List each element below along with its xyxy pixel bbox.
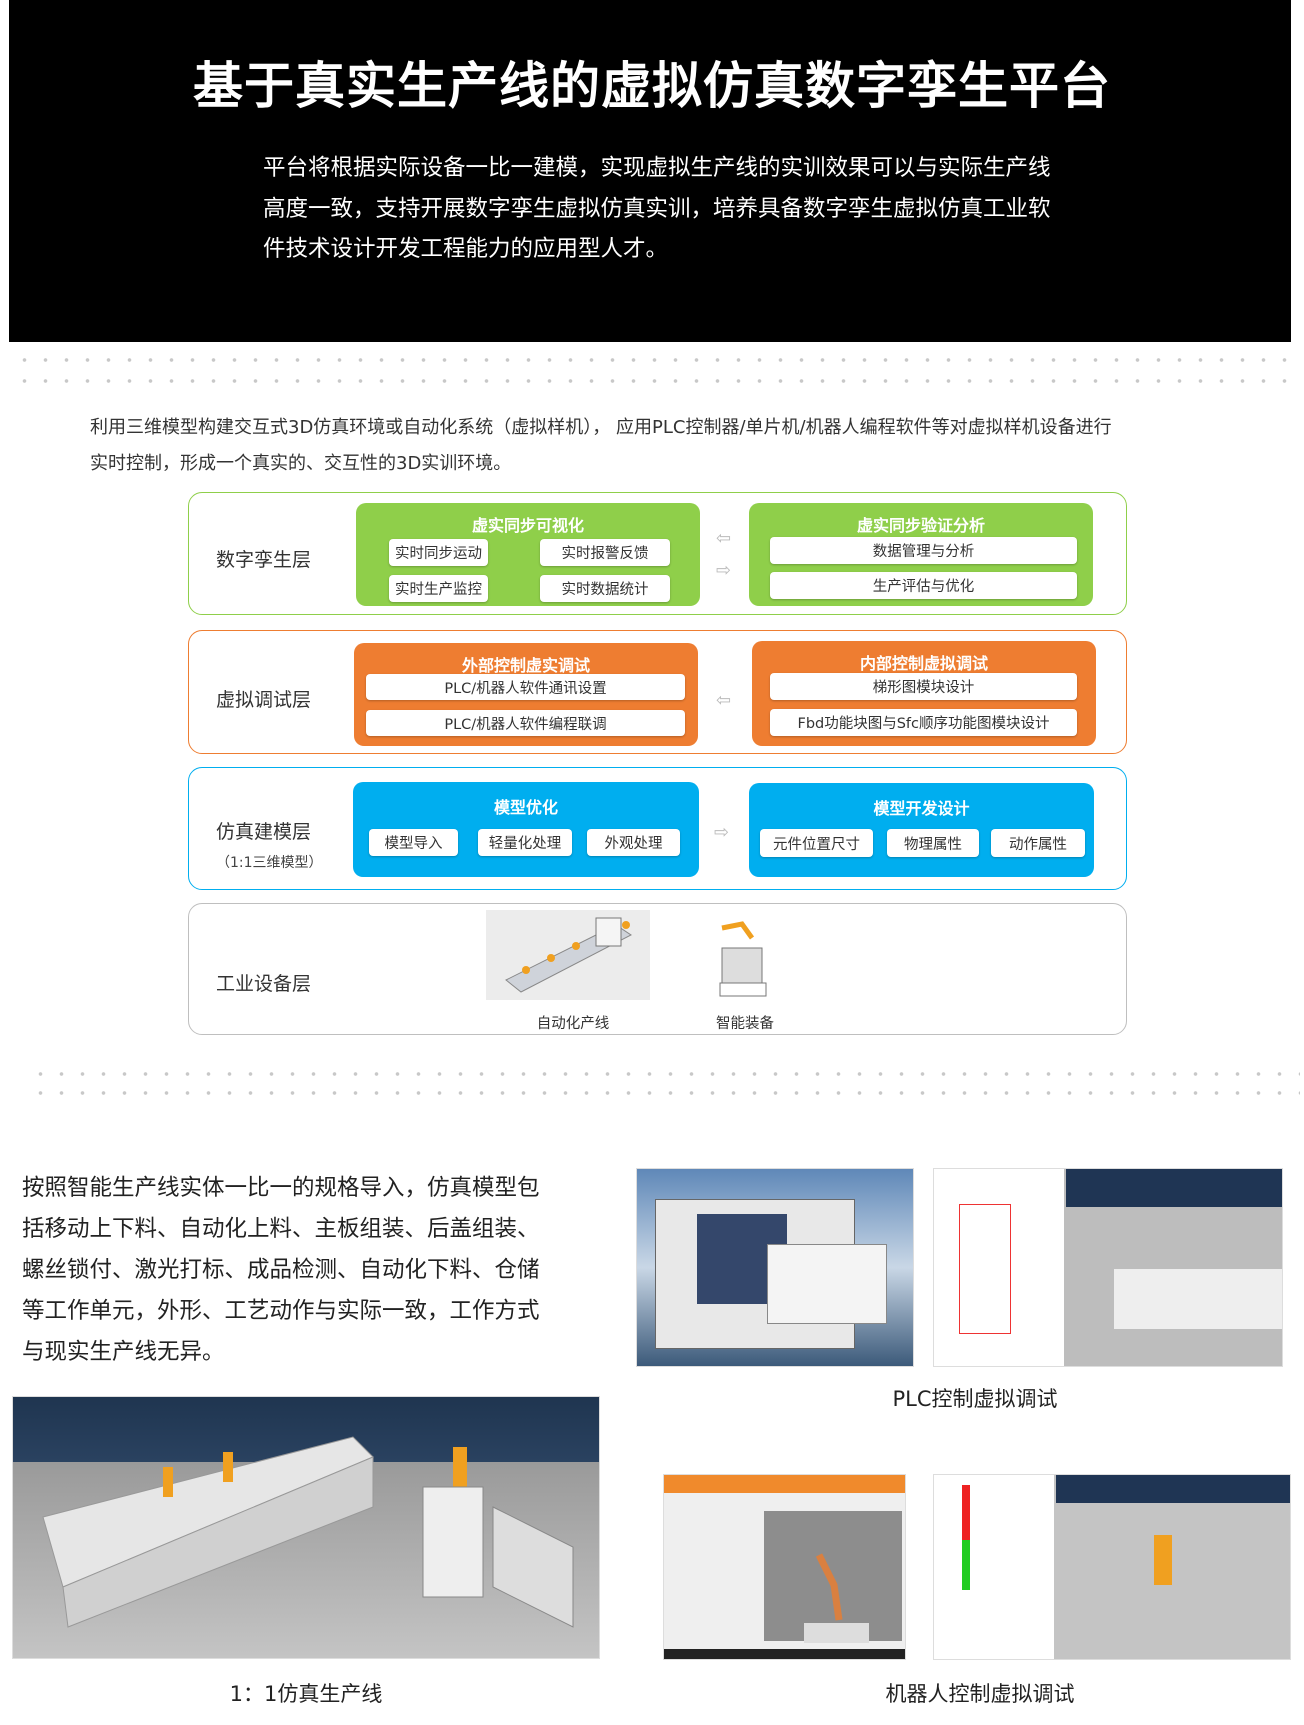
item: 轻量化处理	[478, 829, 572, 856]
item: 实时生产监控	[389, 575, 488, 602]
panel-external-control: 外部控制虚实调试 PLC/机器人软件通讯设置 PLC/机器人软件编程联调	[354, 643, 698, 746]
robot-simulation-screenshot	[933, 1474, 1291, 1660]
header-paragraph-line: 件技术设计开发工程能力的应用型人才。	[263, 236, 669, 262]
arrow-left-icon: ⇦	[716, 528, 732, 549]
arrow-right-icon: ⇨	[716, 560, 732, 581]
simulation-line-image	[12, 1396, 600, 1659]
intro-line: 实时控制，形成一个真实的、交互性的3D实训环境。	[90, 453, 512, 474]
dotted-divider	[30, 1072, 1300, 1076]
item: 动作属性	[991, 829, 1085, 857]
item: PLC/机器人软件通讯设置	[366, 674, 685, 700]
panel-sync-visualization: 虚实同步可视化 实时同步运动 实时报警反馈 实时生产监控 实时数据统计	[356, 503, 700, 606]
body-text-line: 等工作单元，外形、工艺动作与实际一致，工作方式	[22, 1298, 540, 1324]
equipment-caption: 智能装备	[716, 1016, 774, 1032]
panel-title: 虚实同步可视化	[471, 516, 584, 535]
body-text-line: 按照智能生产线实体一比一的规格导入，仿真模型包	[22, 1175, 540, 1201]
header-paragraph-line: 高度一致，支持开展数字孪生虚拟仿真实训，培养具备数字孪生虚拟仿真工业软	[263, 196, 1051, 222]
item: 模型导入	[369, 829, 458, 856]
smart-equipment-image	[712, 918, 773, 998]
dotted-divider	[14, 379, 1290, 383]
item: 实时同步运动	[389, 539, 488, 566]
layer-label: 数字孪生层	[216, 549, 312, 571]
item: 外观处理	[587, 829, 680, 856]
layer-label: 虚拟调试层	[216, 689, 312, 711]
layer-label: 工业设备层	[216, 973, 312, 995]
production-line-image	[486, 910, 650, 1000]
panel-title: 虚实同步验证分析	[856, 516, 985, 535]
body-text-line: 螺丝锁付、激光打标、成品检测、自动化下料、仓储	[22, 1257, 540, 1283]
panel-title: 模型开发设计	[873, 799, 970, 818]
caption-simulation-line: 1：1仿真生产线	[229, 1682, 383, 1706]
body-text-line: 括移动上下料、自动化上料、主板组装、后盖组装、	[22, 1216, 540, 1242]
item: 实时报警反馈	[540, 539, 670, 566]
dotted-divider	[30, 1091, 1300, 1095]
item: 元件位置尺寸	[760, 829, 873, 857]
caption-plc-debug: PLC控制虚拟调试	[892, 1387, 1058, 1411]
header-paragraph-line: 平台将根据实际设备一比一建模，实现虚拟生产线的实训效果可以与实际生产线	[263, 155, 1051, 181]
item: 物理属性	[887, 829, 979, 857]
panel-title: 外部控制虚实调试	[461, 656, 590, 675]
dotted-divider	[14, 358, 1290, 362]
layer-simulation-modeling	[188, 767, 1127, 890]
plc-software-screenshot	[636, 1168, 914, 1367]
arrow-left-icon: ⇦	[716, 690, 732, 711]
item: 梯形图模块设计	[770, 673, 1077, 700]
item: 数据管理与分析	[770, 537, 1077, 564]
item: 生产评估与优化	[770, 572, 1077, 599]
page-title: 基于真实生产线的虚拟仿真数字孪生平台	[193, 57, 1111, 115]
panel-title: 模型优化	[493, 798, 558, 817]
panel-sync-verification: 虚实同步验证分析 数据管理与分析 生产评估与优化	[749, 503, 1093, 606]
robot-software-screenshot	[663, 1474, 906, 1660]
equipment-caption: 自动化产线	[536, 1016, 610, 1032]
header-banner	[9, 0, 1291, 342]
panel-title: 内部控制虚拟调试	[859, 654, 988, 673]
caption-robot-debug: 机器人控制虚拟调试	[885, 1682, 1075, 1706]
layer-label: 仿真建模层	[216, 821, 312, 843]
plc-simulation-screenshot	[933, 1168, 1283, 1367]
body-text-line: 与现实生产线无异。	[22, 1339, 225, 1365]
layer-virtual-debug	[188, 630, 1127, 754]
layer-digital-twin	[188, 492, 1127, 615]
item: Fbd功能块图与Sfc顺序功能图模块设计	[770, 709, 1077, 736]
layer-sublabel: （1:1三维模型）	[216, 855, 323, 871]
panel-model-optimization: 模型优化 模型导入 轻量化处理 外观处理	[353, 782, 699, 877]
panel-internal-control: 内部控制虚拟调试 梯形图模块设计 Fbd功能块图与Sfc顺序功能图模块设计	[752, 641, 1096, 746]
intro-line: 利用三维模型构建交互式3D仿真环境或自动化系统（虚拟样机）， 应用PLC控制器/…	[90, 417, 1112, 438]
layer-industrial-equipment	[188, 903, 1127, 1035]
panel-model-design: 模型开发设计 元件位置尺寸 物理属性 动作属性	[749, 783, 1094, 877]
item: 实时数据统计	[540, 575, 670, 602]
item: PLC/机器人软件编程联调	[366, 710, 685, 736]
arrow-right-icon: ⇨	[714, 822, 730, 843]
